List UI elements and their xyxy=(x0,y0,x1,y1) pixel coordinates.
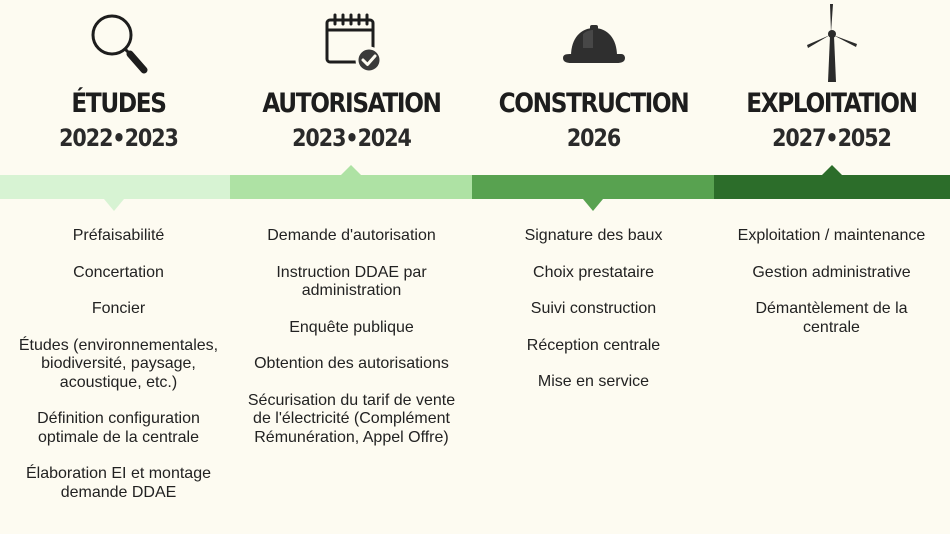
task-item: Définition configuration optimale de la … xyxy=(37,410,200,446)
task-item: Signature des baux xyxy=(524,227,663,244)
timeline-pointer-construction xyxy=(583,199,603,211)
task-item: Concertation xyxy=(73,263,164,281)
phase-etudes: ÉTUDES 2022•2023 Préfaisabilité Concerta… xyxy=(0,0,237,534)
task-item: Exploitation / maintenance xyxy=(737,227,926,244)
wind-turbine-icon xyxy=(806,4,857,82)
task-item: Gestion administrative xyxy=(752,263,911,281)
phase-title: EXPLOITATION xyxy=(746,88,918,119)
timeline-pointer-exploitation xyxy=(822,165,842,175)
task-item: Obtention des autorisations xyxy=(254,355,449,372)
timeline-pointer-etudes xyxy=(104,199,124,211)
task-list: Demande d'autorisation Instruction DDAE … xyxy=(233,227,470,465)
task-item: Foncier xyxy=(91,300,146,317)
phase-title: ÉTUDES xyxy=(71,88,167,119)
timeline-band-etudes xyxy=(0,175,230,199)
phase-title: AUTORISATION xyxy=(262,88,442,119)
phase-construction: CONSTRUCTION 2026 Signature des baux Cho… xyxy=(475,0,712,534)
task-item: Choix prestataire xyxy=(533,263,654,281)
timeline-pointer-autorisation xyxy=(341,165,361,175)
task-item: Réception centrale xyxy=(526,336,661,354)
phase-title: CONSTRUCTION xyxy=(498,88,690,119)
phase-years: 2027•2052 xyxy=(772,124,892,152)
task-item: Mise en service xyxy=(537,373,650,390)
task-item: Élaboration EI et montage demande DDAE xyxy=(25,465,211,501)
hard-hat-icon xyxy=(562,25,625,63)
timeline-band-construction xyxy=(472,175,714,199)
task-list: Signature des baux Choix prestataire Sui… xyxy=(475,227,712,410)
phase-years: 2023•2024 xyxy=(292,124,412,152)
magnifier-icon xyxy=(91,14,147,74)
phase-years: 2022•2023 xyxy=(59,124,179,152)
calendar-check-icon xyxy=(325,13,382,74)
task-item: Enquête publique xyxy=(289,318,414,336)
task-item: Instruction DDAE par administration xyxy=(276,263,427,300)
phase-exploitation: EXPLOITATION 2027•2052 Exploitation / ma… xyxy=(713,0,950,534)
task-list: Exploitation / maintenance Gestion admin… xyxy=(713,227,950,355)
timeline-band-autorisation xyxy=(230,175,472,199)
task-item: Préfaisabilité xyxy=(72,227,165,244)
task-item: Études (environnementales, biodiversité,… xyxy=(18,336,219,391)
phase-autorisation: AUTORISATION 2023•2024 Demande d'autoris… xyxy=(233,0,470,534)
task-list: Préfaisabilité Concertation Foncier Étud… xyxy=(0,227,237,520)
task-item: Démantèlement de la centrale xyxy=(755,300,908,336)
task-item: Sécurisation du tarif de vente de l'élec… xyxy=(247,391,456,446)
task-item: Demande d'autorisation xyxy=(267,227,436,244)
task-item: Suivi construction xyxy=(530,300,657,317)
phase-years: 2026 xyxy=(566,124,621,152)
timeline-band-exploitation xyxy=(714,175,950,199)
